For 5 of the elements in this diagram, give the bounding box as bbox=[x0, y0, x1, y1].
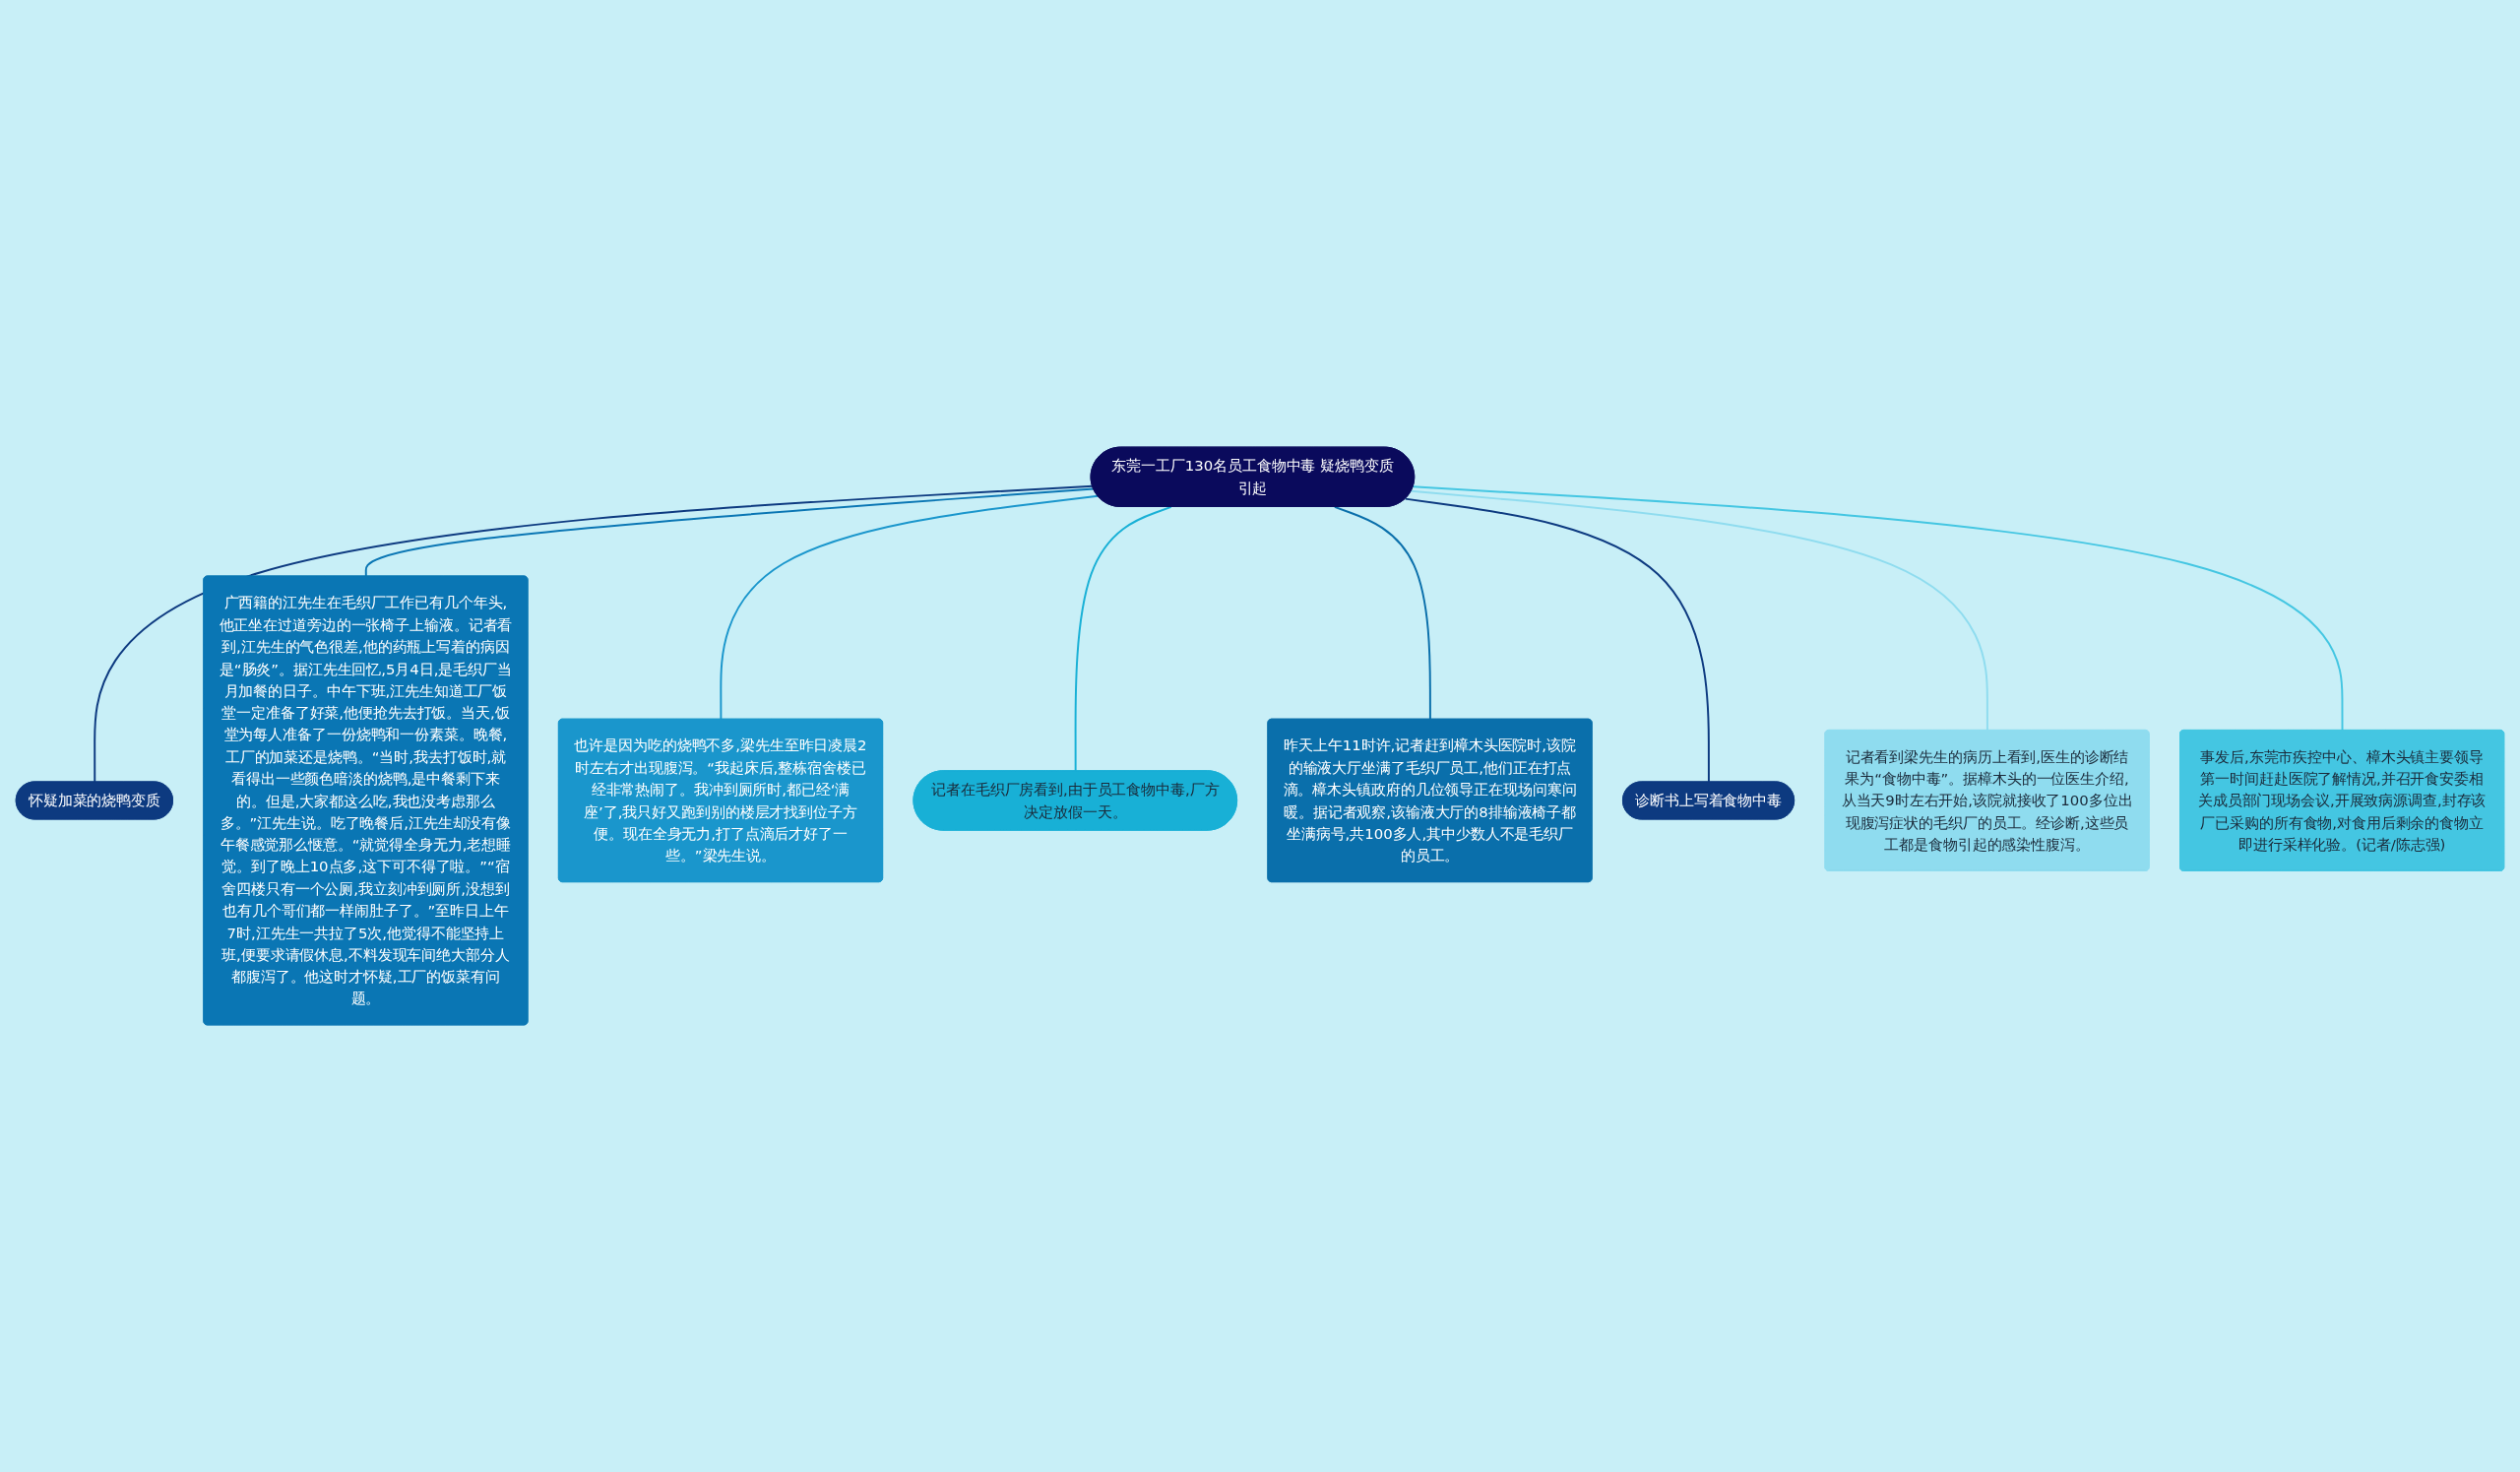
connector bbox=[720, 494, 1100, 721]
connector bbox=[364, 487, 1095, 578]
connector bbox=[1333, 505, 1431, 721]
connector bbox=[1412, 485, 2344, 732]
connector bbox=[1410, 489, 1988, 732]
